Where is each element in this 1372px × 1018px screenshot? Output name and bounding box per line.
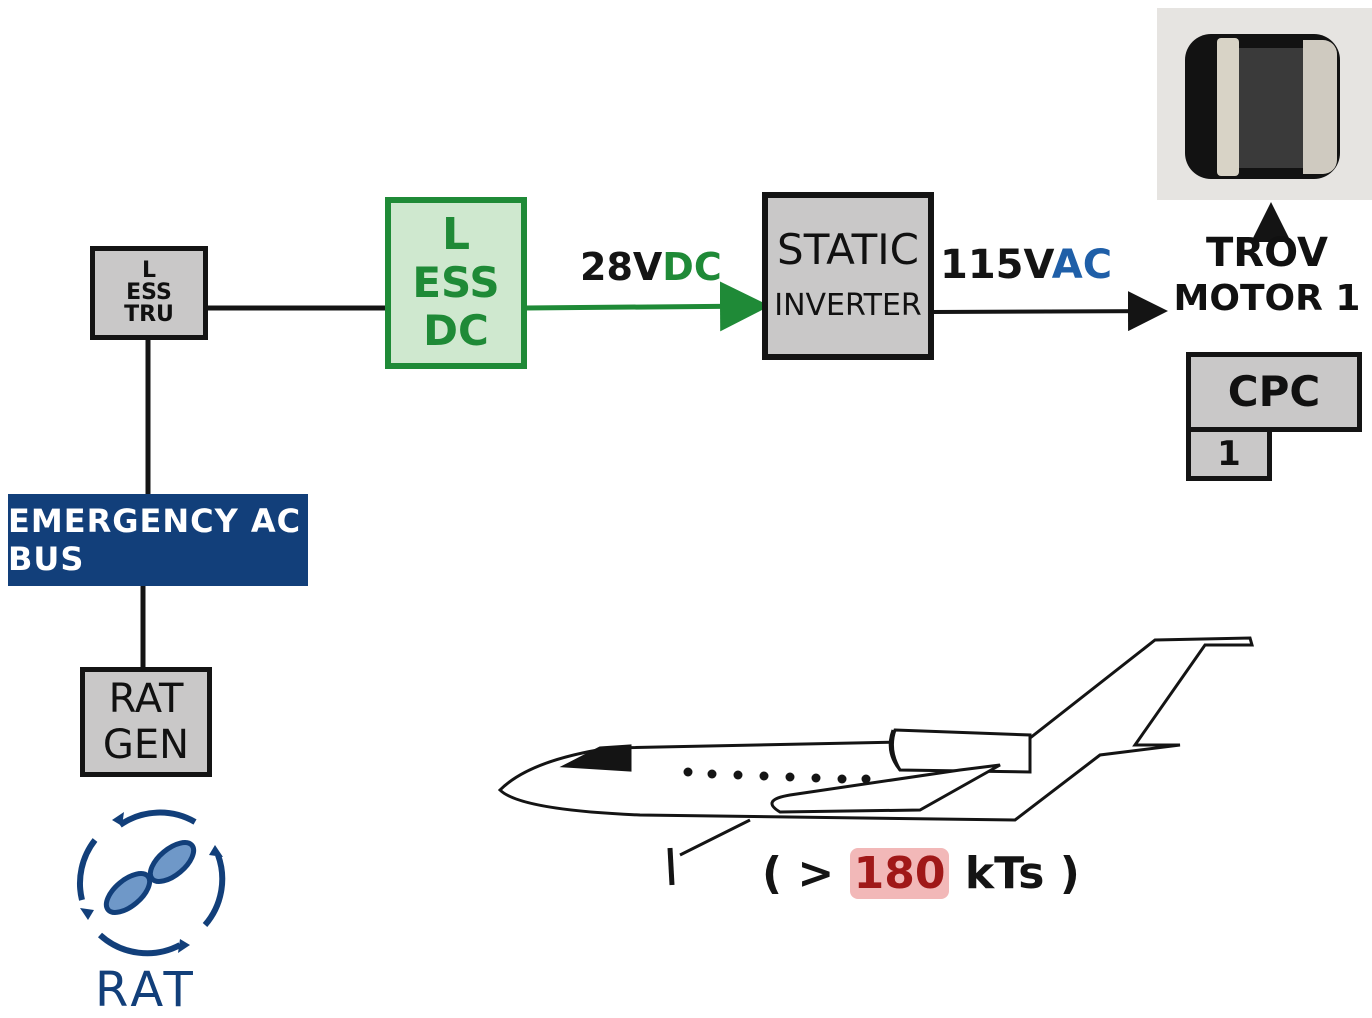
speed-unit: kTs ) (965, 848, 1080, 899)
cpc-label: CPC (1228, 371, 1320, 413)
cpc-box: CPC (1186, 352, 1362, 432)
line-dc-to-inverter (525, 306, 760, 308)
cpc-number-box: 1 (1186, 427, 1272, 481)
cpc-number: 1 (1217, 437, 1241, 471)
trov-motor-label: TROV MOTOR 1 (1172, 230, 1362, 322)
static-inverter-line-1: STATIC (777, 220, 919, 280)
emergency-ac-bus: EMERGENCY AC BUS (8, 494, 308, 586)
rat-label: RAT (95, 962, 197, 1018)
ess-dc-box: L ESS DC (385, 197, 527, 369)
rat-gen-box: RAT GEN (80, 667, 212, 777)
trov-photo (1157, 8, 1372, 200)
ess-tru-box: L ESS TRU (90, 246, 208, 340)
ess-dc-line-1: L (442, 211, 470, 259)
static-inverter-line-2: INVERTER (774, 280, 922, 332)
line-inverter-to-trov (932, 311, 1160, 312)
ess-tru-line-1: L (142, 260, 156, 282)
speed-label: ( > 180 kTs ) (762, 848, 1080, 899)
ac-voltage-value: 115V (940, 242, 1052, 288)
static-inverter-box: STATIC INVERTER (762, 192, 934, 360)
emergency-bus-label: EMERGENCY AC BUS (8, 502, 308, 578)
trov-photo-door-left (1217, 38, 1239, 176)
rat-gen-line-1: RAT (109, 676, 184, 722)
ess-dc-line-3: DC (423, 307, 489, 355)
rat-turbine-icon (80, 812, 223, 953)
trov-label-line-2: MOTOR 1 (1172, 276, 1362, 322)
ess-tru-line-2: ESS (126, 282, 172, 304)
dc-voltage-value: 28V (580, 245, 662, 289)
trov-photo-door-right (1303, 40, 1337, 174)
rat-label-text: RAT (95, 962, 197, 1018)
trov-label-line-1: TROV (1172, 230, 1362, 276)
speed-value: 180 (850, 848, 950, 899)
ess-dc-line-2: ESS (412, 259, 499, 307)
ess-tru-line-3: TRU (124, 304, 174, 326)
speed-open: ( > (762, 848, 834, 899)
rat-gen-line-2: GEN (103, 722, 189, 768)
dc-voltage-type: DC (662, 245, 721, 289)
ac-voltage-label: 115VAC (940, 242, 1112, 288)
ac-voltage-type: AC (1052, 242, 1112, 288)
dc-voltage-label: 28VDC (580, 245, 722, 289)
